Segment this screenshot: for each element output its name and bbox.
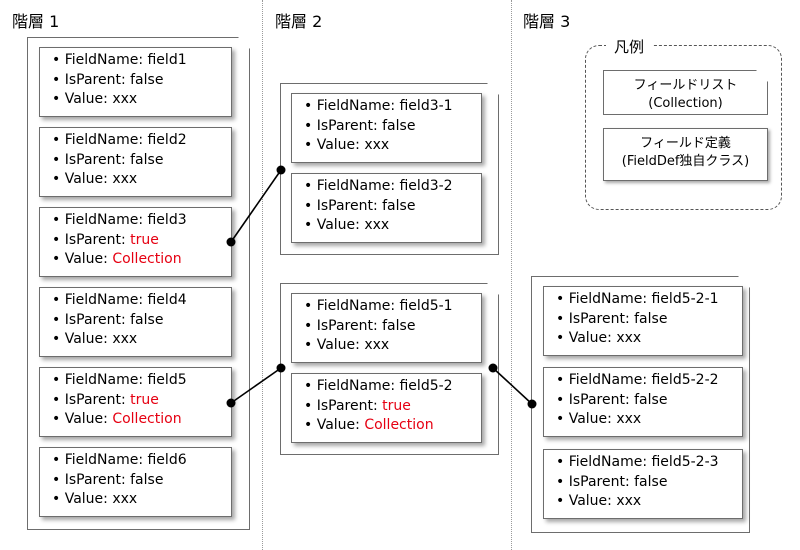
fielddef-value-value: Collection — [112, 411, 182, 427]
fielddef-isparent-value: false — [634, 391, 668, 408]
fielddef-isparent-key: • IsParent: — [304, 317, 383, 334]
fielddef-isparent-value: true — [130, 391, 159, 408]
fielddef-name: • FieldName: field5-2-1 — [556, 291, 719, 307]
fielddef-value-key: • Value: — [304, 217, 365, 233]
fielddef-name: • FieldName: field5 — [52, 372, 187, 388]
fielddef-value-value: xxx — [364, 137, 390, 153]
level-divider-2-3 — [511, 0, 512, 550]
fielddef-isparent-key: • IsParent: — [52, 391, 131, 408]
fielddef-name: • FieldName: field5-2 — [304, 378, 453, 394]
fielddef-field4: • FieldName: field4 • IsParent: false • … — [39, 287, 232, 357]
fielddef-field6: • FieldName: field6 • IsParent: false • … — [39, 447, 232, 517]
fielddef-value-value: xxx — [616, 411, 642, 427]
fielddef-value-key: • Value: — [52, 251, 113, 267]
connector-field5-2-to-level3 — [488, 363, 537, 409]
fielddef-isparent-key: • IsParent: — [52, 231, 131, 248]
fielddef-name: • FieldName: field1 — [52, 52, 187, 68]
fielddef-value-key: • Value: — [52, 411, 113, 427]
fielddef-name: • FieldName: field5-2-3 — [556, 454, 719, 470]
fielddef-isparent-value: false — [382, 197, 416, 214]
legend-fielddef-sample: フィールド定義 (FieldDef独自クラス) — [603, 128, 768, 181]
fielddef-isparent-value: false — [130, 471, 164, 488]
fielddef-name: • FieldName: field6 — [52, 452, 187, 468]
fielddef-value-key: • Value: — [52, 491, 113, 507]
fielddef-value-key: • Value: — [52, 331, 113, 347]
fielddef-isparent-value: true — [382, 397, 411, 414]
fielddef-name: • FieldName: field5-2-2 — [556, 372, 719, 388]
fielddef-name: • FieldName: field4 — [52, 292, 187, 308]
fielddef-isparent-value: false — [130, 151, 164, 168]
fielddef-name: • FieldName: field3-2 — [304, 178, 453, 194]
fielddef-isparent-key: • IsParent: — [304, 397, 383, 414]
fielddef-isparent-key: • IsParent: — [556, 473, 635, 490]
fielddef-value-key: • Value: — [52, 91, 113, 107]
connector-field3-to-level2 — [226, 165, 286, 247]
fielddef-isparent-value: false — [634, 310, 668, 327]
fielddef-field5-1: • FieldName: field5-1 • IsParent: false … — [291, 293, 482, 363]
fielddef-field3-1: • FieldName: field3-1 • IsParent: false … — [291, 93, 482, 163]
fielddef-isparent-value: false — [382, 117, 416, 134]
level-3-title: 階層 3 — [523, 12, 571, 31]
fielddef-isparent-key: • IsParent: — [52, 471, 131, 488]
fielddef-field2: • FieldName: field2 • IsParent: false • … — [39, 127, 232, 197]
fielddef-field5-2-2: • FieldName: field5-2-2 • IsParent: fals… — [543, 367, 743, 437]
fielddef-isparent-value: false — [634, 473, 668, 490]
fielddef-isparent-key: • IsParent: — [304, 197, 383, 214]
legend-collection-label-2: (Collection) — [648, 96, 723, 111]
fielddef-value-value: xxx — [364, 217, 390, 233]
fielddef-name: • FieldName: field3-1 — [304, 98, 453, 114]
fielddef-value-key: • Value: — [556, 493, 617, 509]
fielddef-value-value: xxx — [112, 171, 138, 187]
fielddef-value-key: • Value: — [304, 137, 365, 153]
fielddef-isparent-key: • IsParent: — [52, 311, 131, 328]
fielddef-isparent-value: false — [382, 317, 416, 334]
fielddef-value-key: • Value: — [304, 337, 365, 353]
legend-fielddef-label-2: (FieldDef独自クラス) — [621, 154, 750, 169]
fielddef-name: • FieldName: field2 — [52, 132, 187, 148]
fielddef-isparent-key: • IsParent: — [556, 391, 635, 408]
fielddef-isparent-key: • IsParent: — [52, 71, 131, 88]
fielddef-field5-2-1: • FieldName: field5-2-1 • IsParent: fals… — [543, 286, 743, 356]
fielddef-value-value: Collection — [364, 417, 434, 433]
fielddef-name: • FieldName: field3 — [52, 212, 187, 228]
fielddef-value-value: xxx — [112, 91, 138, 107]
legend-title: 凡例 — [606, 36, 653, 57]
fielddef-value-key: • Value: — [556, 411, 617, 427]
fielddef-name: • FieldName: field5-1 — [304, 298, 453, 314]
legend-collection-sample: フィールドリスト (Collection) — [603, 70, 768, 115]
fielddef-value-value: xxx — [616, 330, 642, 346]
level-1-title: 階層 1 — [12, 12, 60, 31]
connector-field5-to-level2 — [226, 363, 286, 408]
fielddef-value-value: xxx — [364, 337, 390, 353]
fielddef-value-key: • Value: — [304, 417, 365, 433]
fielddef-isparent-key: • IsParent: — [304, 117, 383, 134]
legend-fielddef-label-1: フィールド定義 — [640, 136, 731, 151]
fielddef-value-value: xxx — [112, 491, 138, 507]
fielddef-value-value: xxx — [616, 493, 642, 509]
fielddef-field3-2: • FieldName: field3-2 • IsParent: false … — [291, 173, 482, 243]
fielddef-field1: • FieldName: field1 • IsParent: false • … — [39, 47, 232, 117]
fielddef-isparent-key: • IsParent: — [556, 310, 635, 327]
legend-box — [585, 45, 782, 210]
fielddef-isparent-value: false — [130, 311, 164, 328]
fielddef-isparent-value: false — [130, 71, 164, 88]
legend-collection-label-1: フィールドリスト — [633, 78, 738, 93]
fielddef-field5-2-3: • FieldName: field5-2-3 • IsParent: fals… — [543, 449, 743, 519]
fielddef-value-value: Collection — [112, 251, 182, 267]
fielddef-field5-2: • FieldName: field5-2 • IsParent: true •… — [291, 373, 482, 443]
fielddef-isparent-key: • IsParent: — [52, 151, 131, 168]
fielddef-field5: • FieldName: field5 • IsParent: true • V… — [39, 367, 232, 437]
level-divider-1-2 — [262, 0, 263, 550]
fielddef-field3: • FieldName: field3 • IsParent: true • V… — [39, 207, 232, 277]
fielddef-value-value: xxx — [112, 331, 138, 347]
fielddef-value-key: • Value: — [52, 171, 113, 187]
level-2-title: 階層 2 — [275, 12, 323, 31]
fielddef-value-key: • Value: — [556, 330, 617, 346]
fielddef-isparent-value: true — [130, 231, 159, 248]
